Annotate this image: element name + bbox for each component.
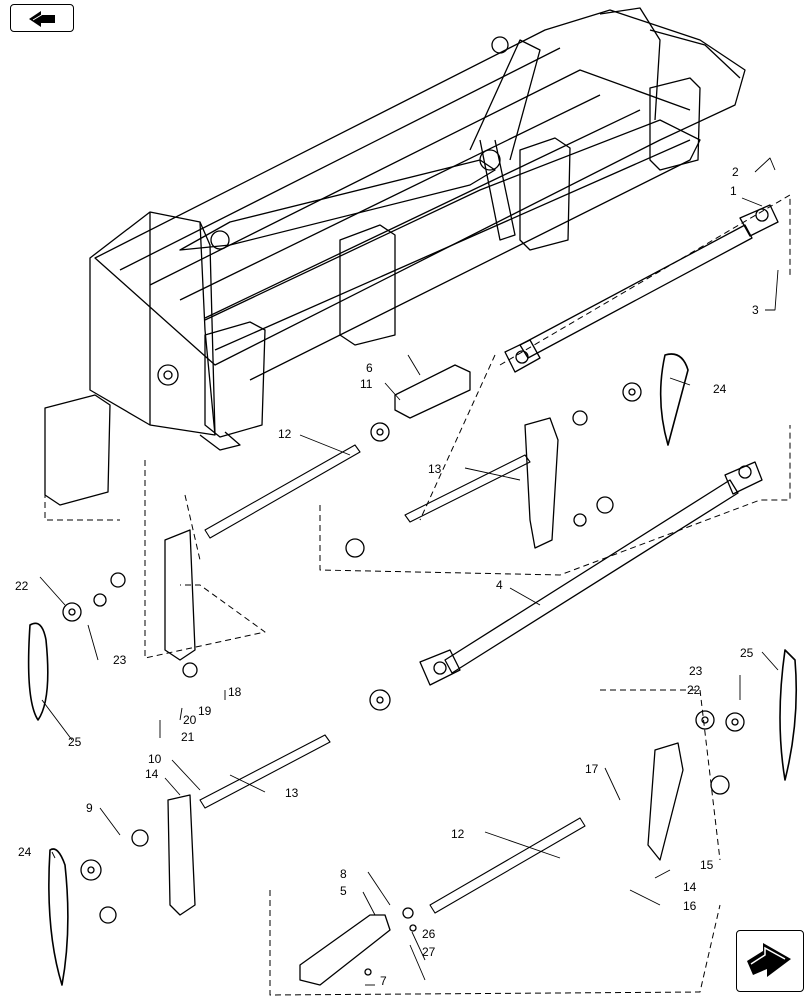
callout-7: 7 xyxy=(380,974,387,988)
square-shafts xyxy=(199,444,586,914)
callout-10: 10 xyxy=(148,752,162,766)
callout-12-upper: 12 xyxy=(278,427,292,441)
callout-19: 19 xyxy=(198,704,212,718)
callout-1: 1 xyxy=(730,184,737,198)
callout-17: 17 xyxy=(585,762,599,776)
callout-11: 11 xyxy=(360,377,373,391)
callout-24-lower: 24 xyxy=(18,845,32,859)
main-frame xyxy=(44,7,746,506)
callout-4: 4 xyxy=(496,578,503,592)
callout-2: 2 xyxy=(732,165,739,179)
side-brackets xyxy=(164,417,684,916)
callout-23-right: 23 xyxy=(689,664,703,678)
callout-12-lower: 12 xyxy=(451,827,465,841)
callout-13-upper: 13 xyxy=(428,462,442,476)
belts xyxy=(27,353,798,986)
callout-24-upper: 24 xyxy=(713,382,727,396)
callout-22-right: 22 xyxy=(687,683,701,697)
previous-page-button[interactable] xyxy=(10,4,74,32)
callout-14-right: 14 xyxy=(683,880,697,894)
assembly-lines xyxy=(44,194,791,996)
shields xyxy=(299,364,471,986)
callout-16: 16 xyxy=(683,899,697,913)
next-page-button[interactable] xyxy=(736,930,804,992)
callout-26: 26 xyxy=(422,927,436,941)
callout-8: 8 xyxy=(340,867,347,881)
callout-labels: 1 2 3 4 5 6 7 8 9 10 11 12 12 13 13 14 1… xyxy=(15,165,759,988)
sprockets xyxy=(62,382,745,976)
callout-3: 3 xyxy=(752,303,759,317)
callout-23-left: 23 xyxy=(113,653,127,667)
forward-arrow-icon xyxy=(747,943,791,977)
drive-shaft-upper xyxy=(504,204,779,373)
callout-9: 9 xyxy=(86,801,93,815)
callout-15: 15 xyxy=(700,858,714,872)
back-arrow-icon xyxy=(29,11,55,27)
callout-20: 20 xyxy=(183,713,197,727)
callout-13-lower: 13 xyxy=(285,786,299,800)
callout-25-right: 25 xyxy=(740,646,754,660)
callout-21: 21 xyxy=(181,730,195,744)
callout-25-left: 25 xyxy=(68,735,82,749)
leader-lines xyxy=(39,157,779,986)
callout-5: 5 xyxy=(340,884,347,898)
callout-6: 6 xyxy=(366,361,373,375)
callout-22-left: 22 xyxy=(15,579,29,593)
drive-shaft-lower xyxy=(419,461,763,686)
callout-27: 27 xyxy=(422,945,436,959)
callout-18: 18 xyxy=(228,685,242,699)
callout-14-left: 14 xyxy=(145,767,159,781)
